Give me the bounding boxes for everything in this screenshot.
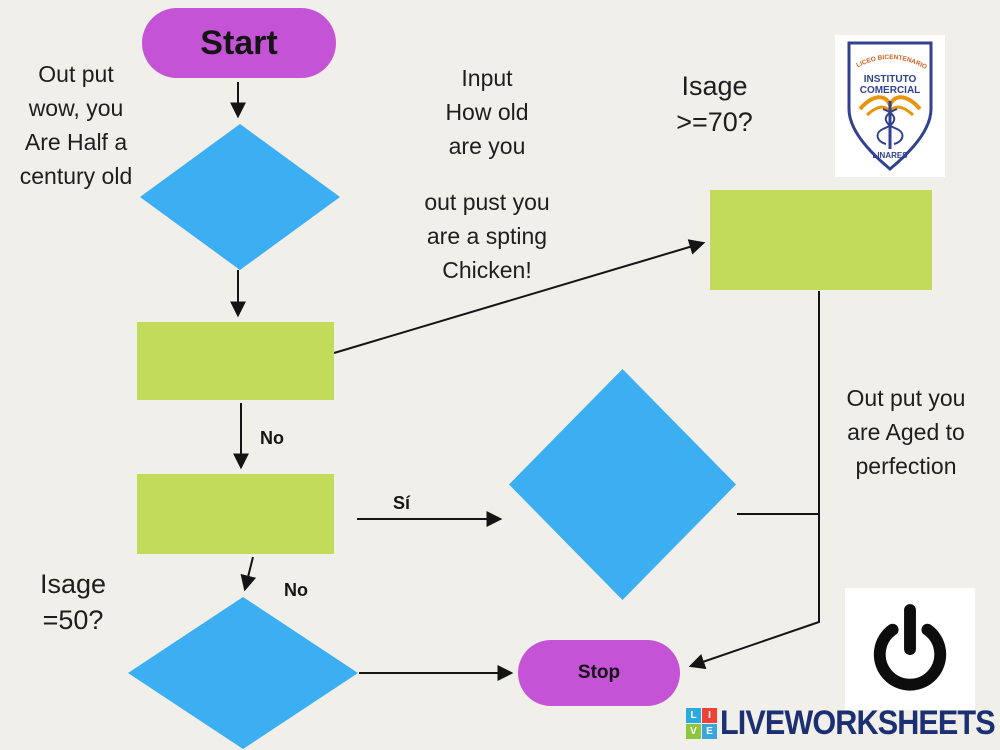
liveworksheets-tiles-icon: L I V E <box>686 707 717 739</box>
stop-label: Stop <box>577 662 621 683</box>
annotation-spring-chicken[interactable]: out pust you are a spting Chicken! <box>424 189 550 283</box>
decision-diamond-3[interactable] <box>128 597 358 749</box>
edge-label-no-1: No <box>260 428 284 448</box>
liveworksheets-logo[interactable]: L I V E LIVEWORKSHEETS <box>686 703 1000 742</box>
power-logo-box <box>845 588 975 710</box>
start-node: Start <box>142 8 336 78</box>
annotation-input-how-old[interactable]: Input How old are you <box>445 65 529 159</box>
annotation-half-century[interactable]: Out put wow, you Are Half a century old <box>19 61 133 189</box>
answer-box-topright[interactable] <box>710 190 932 290</box>
logo-line2: COMERCIAL <box>860 85 921 96</box>
decision-diamond-1[interactable] <box>140 124 340 270</box>
decision-diamond-2[interactable] <box>509 369 736 600</box>
start-label: Start <box>200 23 278 62</box>
edge-label-si: Sí <box>393 493 411 513</box>
annotation-isage-70[interactable]: Isage >=70? <box>676 71 753 137</box>
tile-letter: L <box>686 707 701 723</box>
arrow-box2-to-decision3 <box>240 556 257 592</box>
power-icon <box>873 604 947 691</box>
edge-label-no-2: No <box>284 580 308 600</box>
answer-box-2[interactable] <box>137 474 334 554</box>
tile-letter: I <box>702 707 717 723</box>
stop-node: Stop <box>518 640 680 706</box>
annotation-aged-perfection[interactable]: Out put you are Aged to perfection <box>846 385 966 479</box>
answer-box-1[interactable] <box>137 322 334 400</box>
liveworksheets-wordmark: LIVEWORKSHEETS <box>720 703 996 742</box>
annotation-isage-50[interactable]: Isage =50? <box>39 569 107 635</box>
logo-banner: LINARES <box>872 151 908 160</box>
tile-letter: E <box>702 723 717 739</box>
school-shield: LICEO BICENTENARIO INSTITUTO COMERCIAL L… <box>847 41 933 171</box>
caduceus-icon <box>858 95 922 149</box>
tile-letter: V <box>686 723 701 739</box>
school-logo: LICEO BICENTENARIO INSTITUTO COMERCIAL L… <box>835 35 945 177</box>
logo-line1: INSTITUTO <box>864 74 917 85</box>
